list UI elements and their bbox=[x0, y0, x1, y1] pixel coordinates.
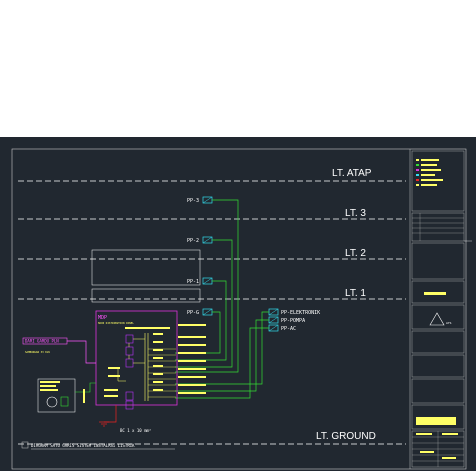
mdp-left-wiring bbox=[117, 338, 145, 382]
cable-spec-texts bbox=[104, 324, 206, 397]
feeder-pompa bbox=[175, 319, 269, 392]
feeder-pp3 bbox=[175, 199, 239, 373]
level-label-ground: LT. GROUND bbox=[316, 431, 376, 442]
genset-box bbox=[37, 378, 76, 413]
panel-box-diagonals bbox=[202, 196, 279, 332]
level-label-1: LT. 1 bbox=[345, 288, 366, 299]
feeder-elektronik bbox=[175, 311, 269, 385]
level-label-2: LT. 2 bbox=[345, 248, 366, 259]
title-marker-icon bbox=[21, 441, 29, 449]
panel-label-pompa: PP-POMPA bbox=[281, 318, 305, 324]
feeder-ppg bbox=[175, 311, 221, 354]
title-logo: AYS bbox=[446, 321, 452, 325]
feeder-pp1 bbox=[175, 280, 227, 361]
panel-label-ppg: PP-G bbox=[187, 310, 199, 316]
level-lines bbox=[18, 180, 406, 445]
pln-label: DARI GARDU PLN bbox=[25, 339, 59, 344]
feeder-ac bbox=[175, 327, 269, 399]
pln-sub: SAMBUNGAN 33 KVA bbox=[25, 350, 50, 354]
panel-label-pp2: PP-2 bbox=[187, 238, 199, 244]
mdp-breakers bbox=[125, 334, 134, 410]
level-label-atap: LT. ATAP bbox=[332, 168, 372, 179]
genset-text-2 bbox=[40, 385, 56, 387]
drawing-frame bbox=[11, 148, 467, 470]
mdp-subtitle: MAIN DISTRIBUTION PANEL bbox=[98, 321, 134, 325]
grounding-line bbox=[104, 405, 117, 423]
feeder-pp2 bbox=[175, 239, 233, 368]
panel-boxes bbox=[202, 196, 279, 332]
panel-label-pp1: PP-1 bbox=[187, 279, 199, 285]
genset-icon bbox=[46, 396, 58, 408]
genset-cable-label bbox=[83, 389, 85, 403]
mdp-title: MDP bbox=[98, 315, 107, 321]
diagram-title: DIAGRAM SATU GARIS SISTEM INSTALASI LIST… bbox=[31, 443, 135, 448]
genset-text-1 bbox=[40, 381, 60, 383]
mdp-box bbox=[95, 310, 178, 406]
mdp-busbars bbox=[144, 333, 149, 401]
pln-incoming-line bbox=[67, 340, 96, 364]
ground-symbol-icon bbox=[99, 421, 109, 427]
panel-label-elektronik: PP-ELEKTRONIK bbox=[281, 310, 320, 316]
riser-outline bbox=[91, 249, 201, 303]
level-label-3: LT. 3 bbox=[345, 208, 366, 219]
title-block: AYS bbox=[411, 150, 472, 468]
single-line-diagram: LT. ATAP LT. 3 LT. 2 LT. 1 LT. GROUND PP… bbox=[11, 148, 472, 470]
panel-label-pp3: PP-3 bbox=[187, 198, 199, 204]
genset-feeder bbox=[75, 382, 96, 393]
title-logo-icon bbox=[429, 312, 445, 326]
ground-cable-label: BC 1 x 10 mm² bbox=[120, 428, 151, 433]
panel-label-ac: PP-AC bbox=[281, 326, 296, 332]
genset-text-3 bbox=[40, 389, 58, 391]
ats-icon bbox=[60, 396, 69, 407]
cad-drawing-sheet: LT. ATAP LT. 3 LT. 2 LT. 1 LT. GROUND PP… bbox=[0, 137, 476, 471]
